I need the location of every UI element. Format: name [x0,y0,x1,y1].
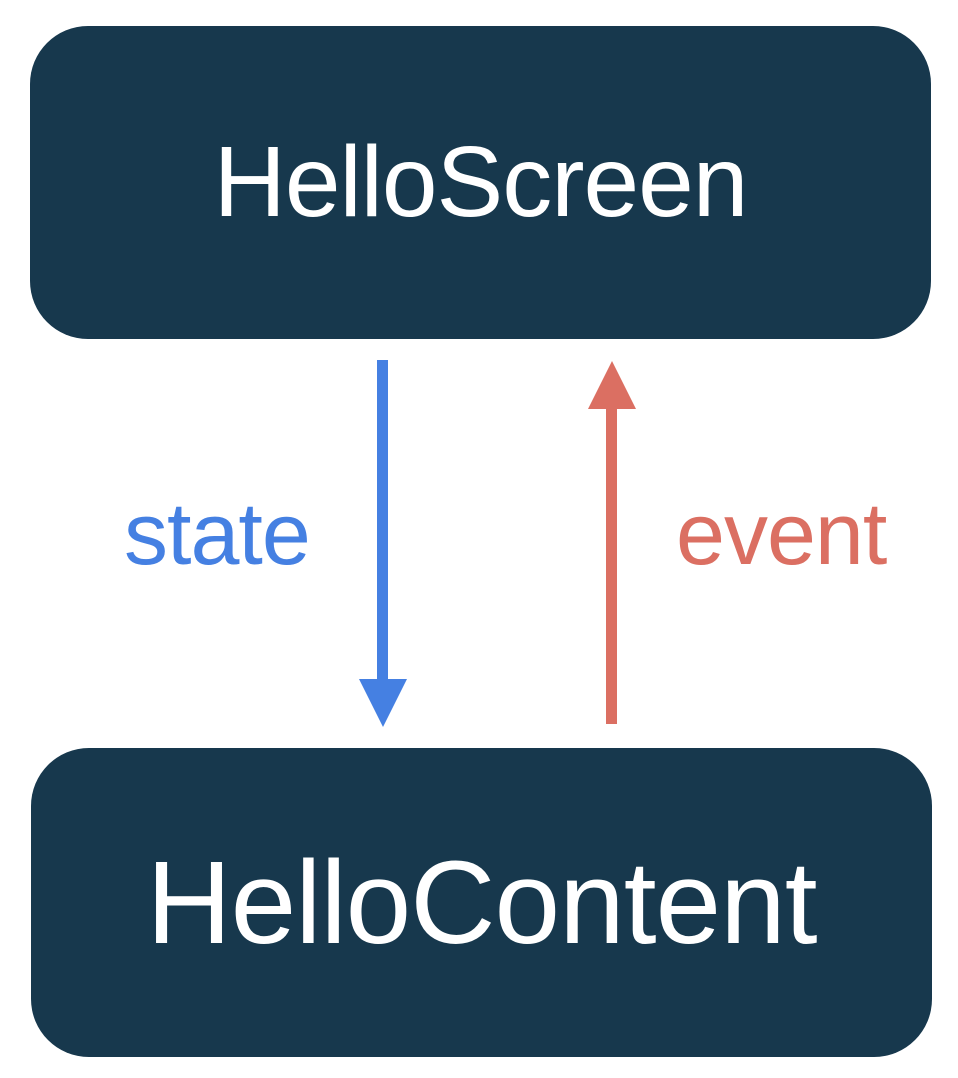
state-arrow-shaft [377,360,388,680]
state-arrowhead-down-icon [359,679,407,727]
hello-screen-node: HelloScreen [30,26,931,339]
hello-content-label: HelloContent [146,836,817,969]
event-arrowhead-up-icon [588,361,636,409]
state-edge-label: state [124,484,311,583]
event-arrow-shaft [606,407,617,724]
event-edge-label: event [676,484,887,583]
hello-screen-label: HelloScreen [213,126,749,238]
hello-content-node: HelloContent [31,748,932,1057]
